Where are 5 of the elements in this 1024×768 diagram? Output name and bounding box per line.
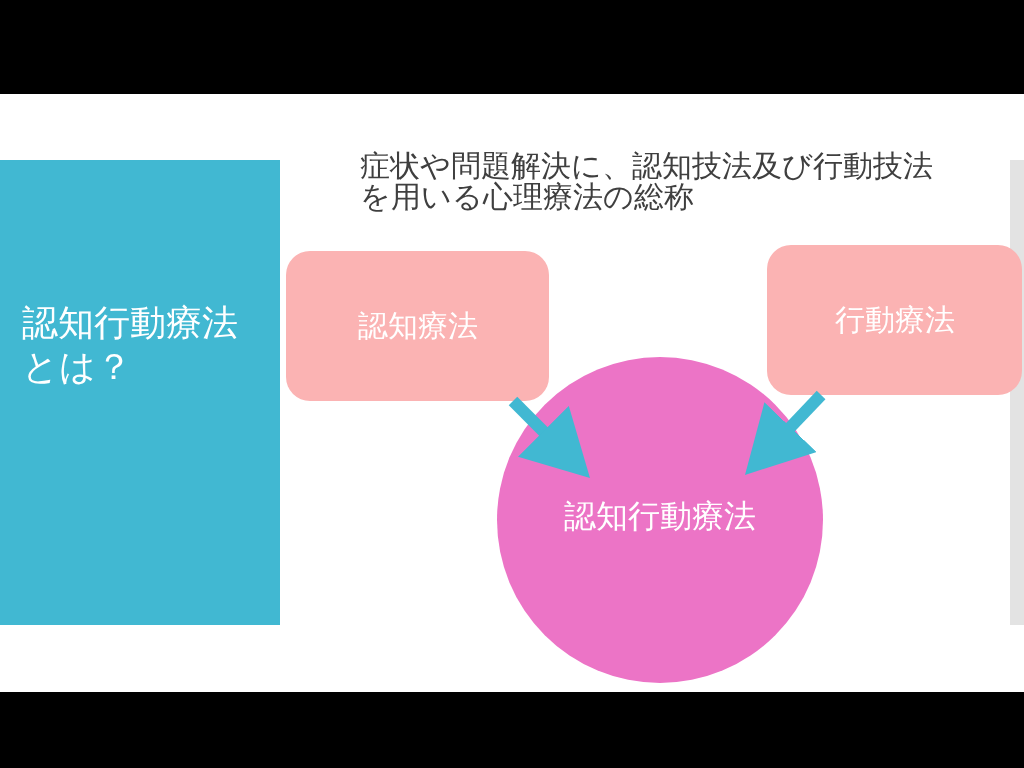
rounded-box: 行動療法 [767,245,1022,395]
description-text: 症状や問題解決に、認知技法及び行動技法を用いる心理療法の総称 [360,150,934,213]
circle-label: 認知行動療法 [564,496,756,537]
rounded-box: 認知療法 [286,251,549,401]
title-panel: 認知行動療法とは？ [0,160,280,625]
